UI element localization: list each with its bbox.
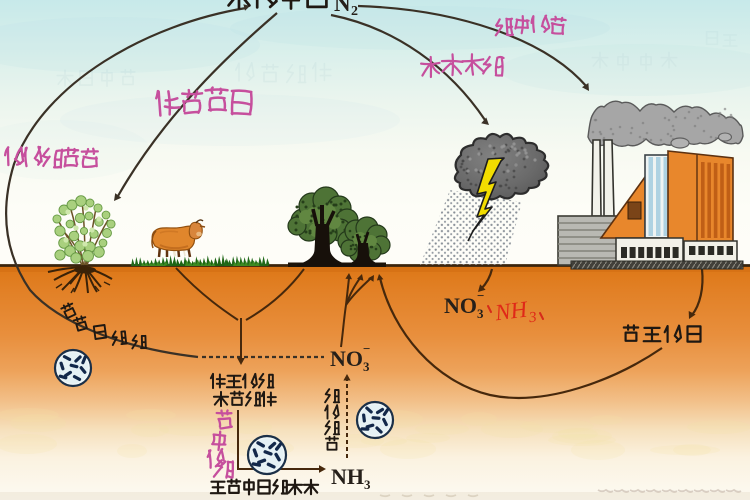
svg-text:2: 2 (351, 4, 358, 19)
svg-text:−: − (477, 288, 484, 303)
svg-text:NO: NO (444, 293, 477, 318)
svg-text:−: − (363, 341, 370, 356)
svg-text:NH: NH (331, 464, 364, 489)
svg-text:N: N (334, 0, 351, 16)
svg-text:3: 3 (363, 359, 370, 374)
svg-text:NO: NO (330, 346, 363, 371)
svg-text:NH: NH (493, 296, 530, 325)
svg-text:3: 3 (364, 477, 371, 492)
svg-text:3: 3 (477, 306, 484, 321)
svg-text:3: 3 (527, 309, 537, 326)
